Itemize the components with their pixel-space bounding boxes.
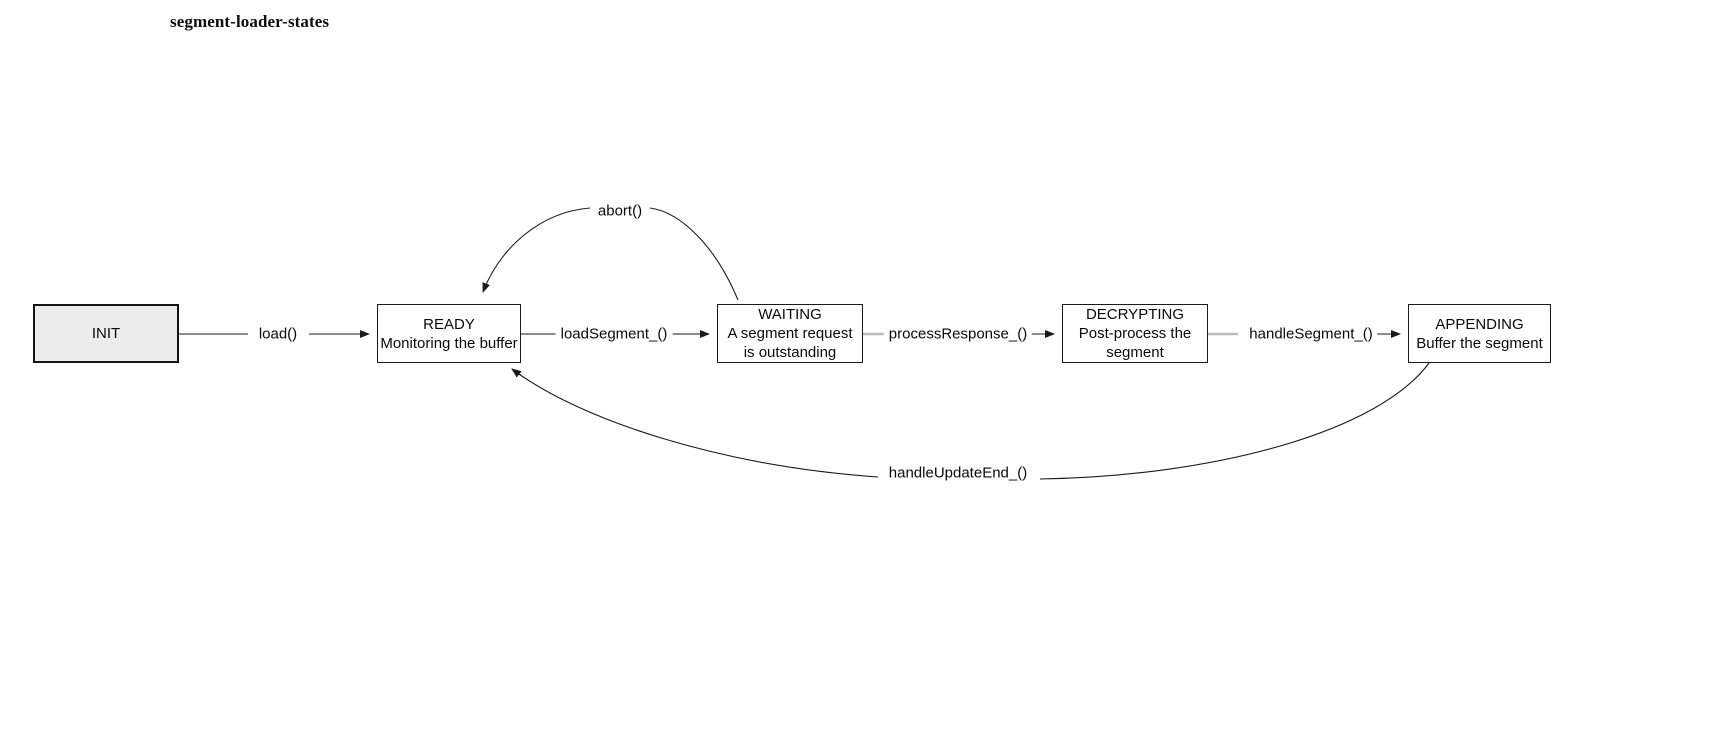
edge-label-abort: abort() [592,202,648,220]
state-node-decrypting-name: DECRYPTING [1085,306,1185,323]
state-node-appending[interactable]: APPENDING Buffer the segment [1408,304,1551,363]
state-node-waiting-description: A segment request is outstanding [727,325,853,361]
state-node-appending-description: Buffer the segment [1416,334,1543,352]
state-node-init-name: INIT [91,325,121,342]
state-node-appending-name: APPENDING [1435,315,1524,333]
state-node-waiting[interactable]: WAITING A segment request is outstanding [717,304,863,363]
edge-waiting-ready-abort [482,207,739,301]
edge-label-handle-update-end: handleUpdateEnd_() [883,464,1033,482]
state-node-ready[interactable]: READY Monitoring the buffer [377,304,521,363]
edge-label-handle-segment: handleSegment_() [1244,325,1378,343]
state-node-init[interactable]: INIT [33,304,179,363]
edge-label-process-response: processResponse_() [883,325,1033,343]
edge-label-load: load() [253,325,303,343]
state-node-decrypting[interactable]: DECRYPTING Post-process the segment [1062,304,1208,363]
edge-appending-ready-update [511,362,1430,480]
state-node-waiting-name: WAITING [758,306,822,323]
state-node-ready-name: READY [423,315,475,333]
state-node-ready-description: Monitoring the buffer [380,334,518,352]
state-node-decrypting-description: Post-process the segment [1078,325,1192,361]
diagram-title: segment-loader-states [170,12,330,31]
edge-label-load-segment: loadSegment_() [555,325,673,343]
